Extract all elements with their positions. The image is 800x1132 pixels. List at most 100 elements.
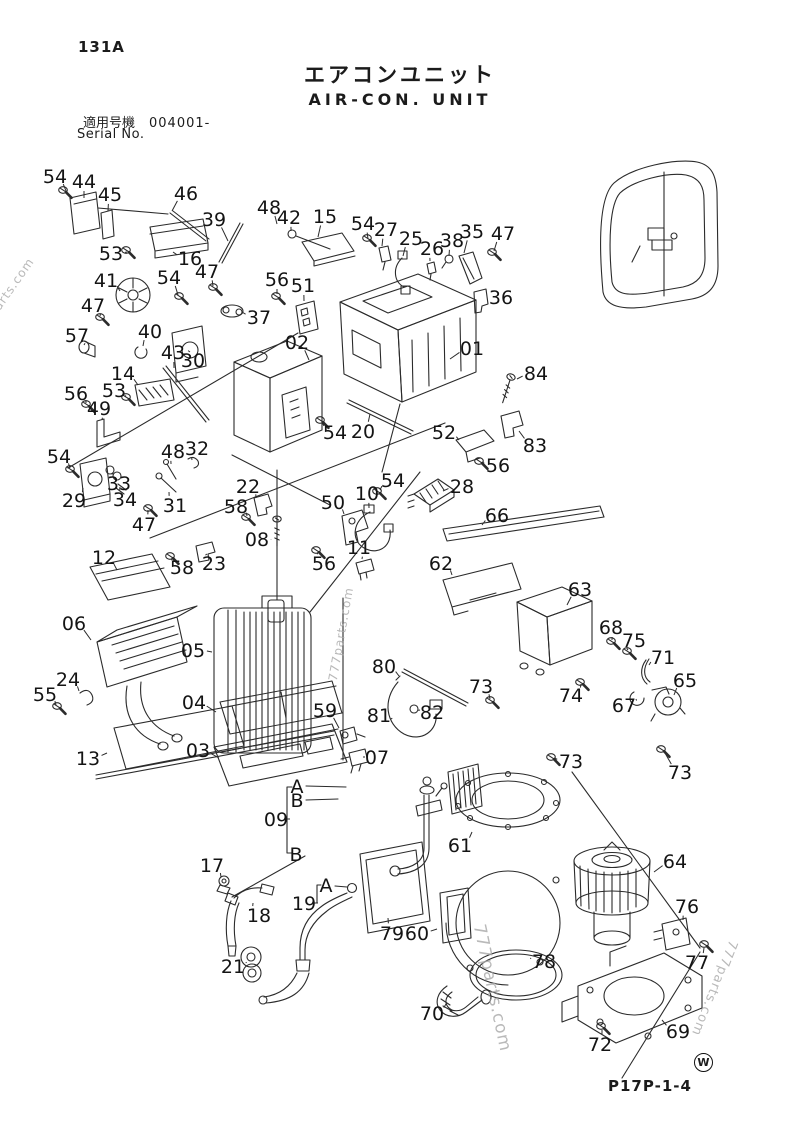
part-callout: 34 [113,489,137,511]
callout-leader [113,563,118,571]
part-callout: 46 [174,183,198,205]
callout-leader [274,215,278,225]
part-callout: 82 [420,702,444,724]
part-callout: 83 [523,435,547,457]
applicable-serial-line: 適用号機 004001- [83,112,210,131]
part-callout: 70 [420,1003,444,1025]
part-callout: 08 [245,529,269,551]
part-callout: 78 [532,951,556,973]
part-callout: 24 [56,669,80,691]
part-callout: 63 [568,579,592,601]
callout-leader [142,339,145,347]
maker-mark-circled-w: W [694,1053,713,1072]
part-callout: 31 [163,495,187,517]
part-callout: 64 [663,851,687,873]
part-callout: 51 [291,275,315,297]
part-callout: 47 [81,295,105,317]
part-callout: 58 [170,557,194,579]
callout-leader [210,753,220,759]
part-callout: 05 [181,640,205,662]
callout-leader [317,225,322,238]
part-callout: B [290,790,303,812]
part-callout: 10 [355,483,379,505]
callout-leader [304,350,310,361]
part-callout: 47 [491,223,515,245]
applicable-label: 適用号機 [83,116,136,131]
part-callout: 72 [588,1034,612,1056]
part-callout: 29 [62,490,86,512]
part-callout: 65 [673,670,697,692]
part-callout: 39 [202,209,226,231]
part-callout: 03 [186,740,210,762]
part-callout: 54 [351,213,375,235]
part-callout: 23 [202,553,226,575]
part-callout: 19 [292,893,316,915]
part-callout: 09 [264,809,288,831]
part-callout: 30 [181,350,205,372]
callout-leader [566,596,572,606]
part-callout: 47 [195,261,219,283]
callout-leader [241,311,246,315]
callout-leader [481,520,486,526]
callout-leader [83,629,92,641]
part-callout: 54 [47,446,71,468]
part-callout: 44 [72,171,96,193]
callout-leader [133,378,139,386]
part-callout: 25 [399,228,423,250]
part-callout: B [289,844,302,866]
callout-leader [661,1019,667,1026]
part-callout: 52 [432,422,456,444]
callout-leader [111,472,114,475]
part-callout: 81 [367,705,391,727]
callout-leader [116,285,121,292]
part-callout: 79 [380,923,404,945]
part-callout: 71 [651,647,675,669]
callout-leader [493,241,498,252]
callout-leader [206,650,213,653]
part-callout: 53 [99,243,123,265]
callout-leader [124,395,127,398]
callout-leader [390,717,393,720]
callout-leader [67,463,71,469]
callout-leader [516,375,523,380]
callout-leader [664,752,672,765]
part-callout: 84 [524,363,548,385]
callout-leader [206,705,217,713]
part-callout: 14 [111,363,135,385]
callout-leader [381,238,384,247]
serial-value: 004001- [149,116,211,131]
part-callout: 21 [221,956,245,978]
callout-leader [172,251,178,256]
part-callout: 75 [622,630,646,652]
cab-location-illustration [600,160,719,309]
callout-leader [529,957,532,960]
part-callout: 27 [374,219,398,241]
callout-leader [430,928,438,932]
part-callout: 41 [94,270,118,292]
callout-leader [221,227,229,242]
callout-leader [219,872,222,878]
part-callout: 43 [161,342,185,364]
callout-leader [76,686,80,692]
callout-leader [402,247,406,257]
part-callout: 80 [372,656,396,678]
part-callout: 35 [460,221,484,243]
part-callout: 69 [666,1021,690,1043]
part-callout: 13 [76,748,100,770]
page-title-english: AIR-CON. UNIT [308,90,492,109]
part-callout: 54 [157,267,181,289]
callout-leader [83,342,86,346]
callout-leader [635,698,637,701]
callout-leader [442,488,449,492]
part-callout: 48 [257,197,281,219]
part-callout: 42 [277,207,301,229]
callout-leader [211,280,214,287]
callout-leader [366,232,369,240]
callout-leader [455,436,460,441]
callout-leader [449,570,453,576]
part-callout: 56 [265,269,289,291]
part-callout: 67 [612,695,636,717]
callout-leader [187,350,191,353]
part-callout: 37 [247,307,271,329]
